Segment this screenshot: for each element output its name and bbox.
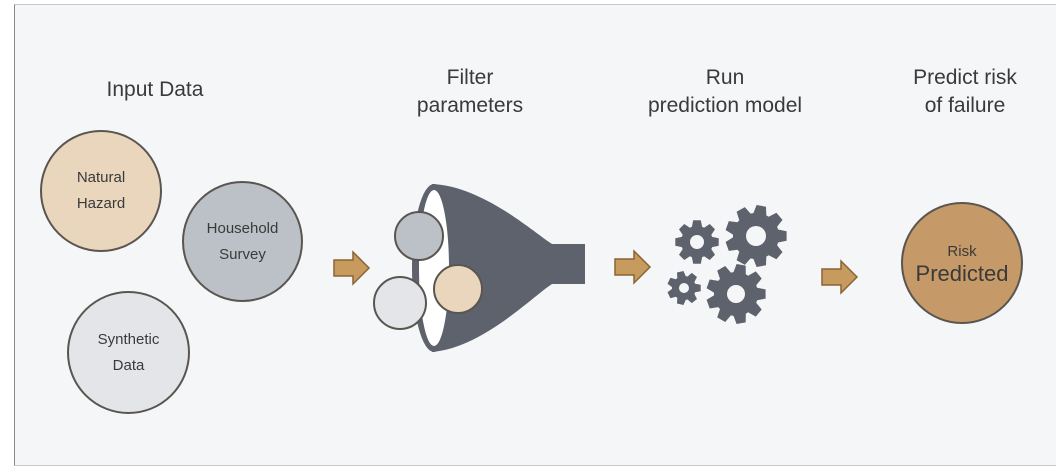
gear-icon-top-left: [675, 220, 719, 264]
gear-icon-top-right: [725, 205, 787, 267]
arrow-right-icon: [614, 249, 652, 285]
risk-predicted-circle: Risk Predicted: [901, 202, 1023, 324]
natural-hazard-circle: Natural Hazard: [40, 130, 162, 252]
funnel-icon: [373, 184, 585, 352]
synthetic-data-circle: Synthetic Data: [67, 291, 190, 414]
gear-icon-bottom: [706, 264, 766, 324]
step-title-predict: Predict risk of failure: [913, 66, 1017, 117]
step-title-filter: Filter parameters: [416, 66, 524, 117]
household-survey-circle: Household Survey: [182, 181, 303, 302]
step-title-model: Run prediction model: [647, 66, 803, 117]
risk-label: Risk: [947, 243, 977, 260]
gears-icon: [667, 205, 787, 324]
predicted-label: Predicted: [915, 261, 1009, 286]
arrow-right-icon: [333, 250, 371, 286]
step-title-input: Input Data: [106, 78, 204, 101]
filter-circle-beige: [433, 264, 483, 314]
gear-icon-small: [667, 271, 701, 305]
arrow-right-icon: [821, 259, 859, 295]
filter-circle-gray: [394, 211, 444, 261]
filter-circle-light: [373, 276, 427, 330]
